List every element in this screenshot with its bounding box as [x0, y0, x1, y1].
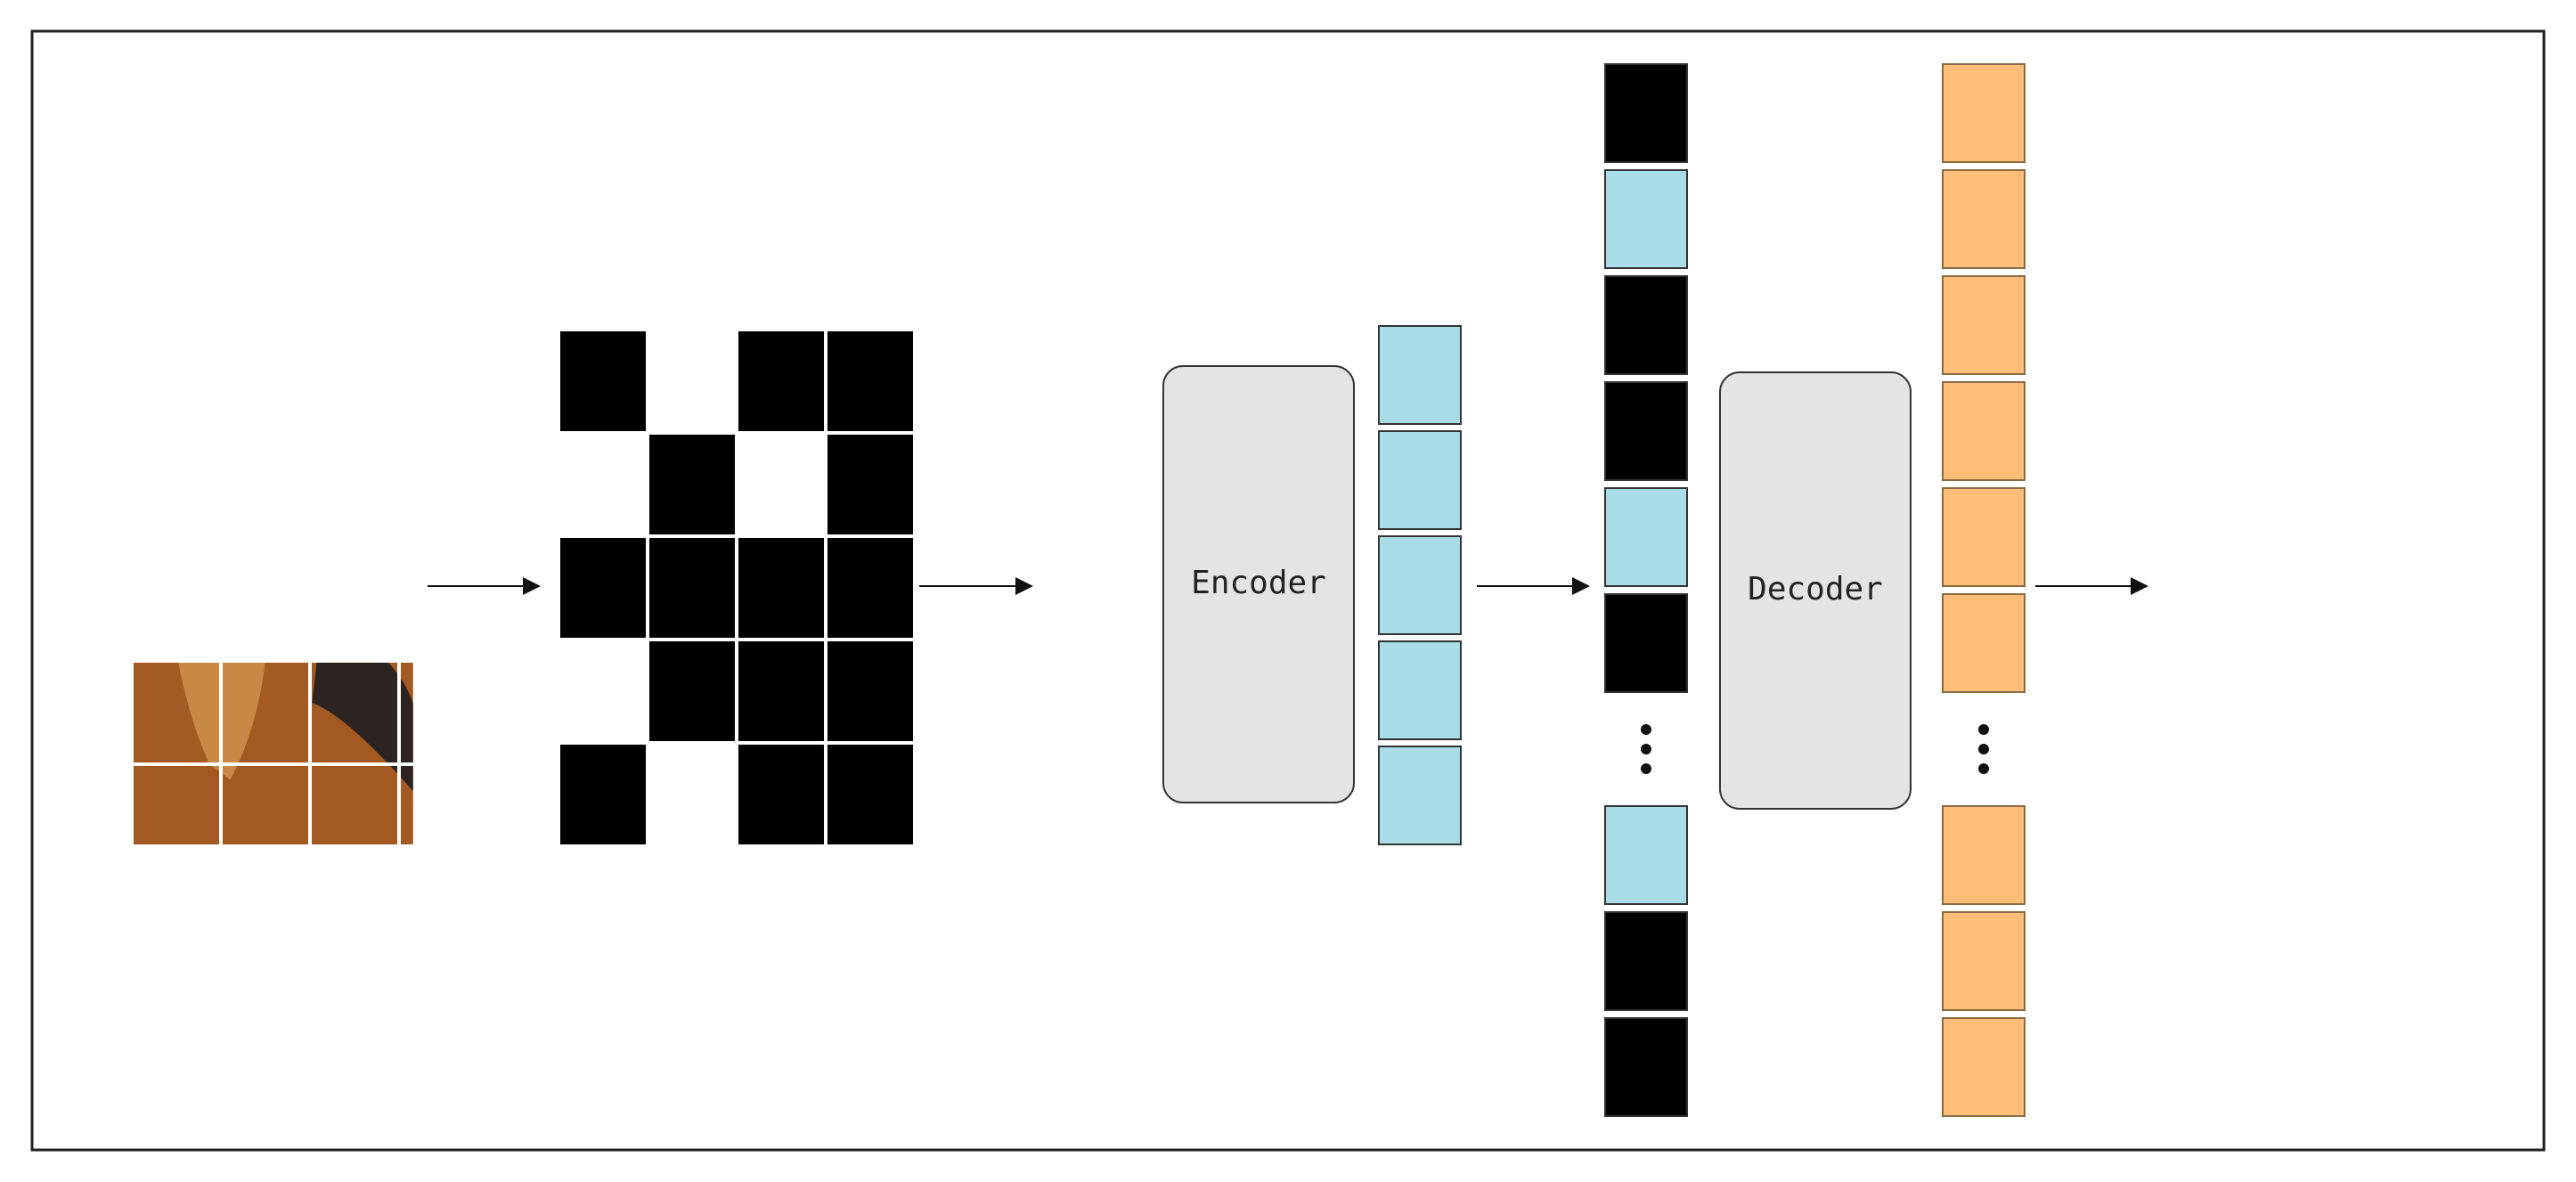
encoder-token	[1378, 640, 1462, 740]
encoder-token	[1378, 746, 1462, 845]
encoder-label: Encoder	[1191, 565, 1326, 601]
visible-token	[1604, 487, 1688, 587]
image-patch	[2256, 435, 2342, 534]
encoder-token	[1378, 325, 1462, 425]
image-patch	[2173, 331, 2253, 431]
decoder-token	[1942, 593, 2026, 693]
visible-token	[1604, 169, 1688, 269]
figure-frame	[30, 29, 2546, 1152]
masked-patch	[560, 331, 646, 431]
image-patch	[2434, 435, 2514, 534]
masked-patch	[738, 745, 824, 844]
image-patch	[2345, 435, 2431, 534]
vertical-ellipsis-icon	[1978, 724, 1989, 774]
image-patch	[2173, 538, 2253, 638]
image-patch	[2173, 435, 2253, 534]
decoder-token	[1942, 275, 2026, 375]
mask-token	[1604, 63, 1688, 163]
masked-patch	[827, 641, 913, 741]
encoder-block: Encoder	[1162, 365, 1355, 803]
image-patch	[2434, 745, 2514, 844]
encoder-token	[1378, 430, 1462, 530]
original-image-grid	[73, 331, 413, 844]
encoder-token	[1378, 535, 1462, 635]
decoder-token	[1942, 911, 2026, 1011]
image-patch	[2173, 745, 2253, 844]
decoder-token-column	[1942, 63, 2026, 1117]
vertical-ellipsis-icon	[1641, 724, 1651, 774]
masked-patch	[827, 745, 913, 844]
mask-token-column	[1604, 63, 1688, 1117]
reconstructed-image-grid	[2173, 331, 2514, 844]
mask-token	[1604, 275, 1688, 375]
image-patch	[2434, 538, 2514, 638]
masked-patch	[738, 331, 824, 431]
image-patch	[2345, 745, 2431, 844]
image-patch	[2345, 331, 2431, 431]
image-patch	[2434, 331, 2514, 431]
encoder-token-column	[1378, 325, 1462, 845]
masked-patch	[738, 538, 824, 638]
decoder-block: Decoder	[1719, 371, 1912, 810]
masked-patch	[827, 435, 913, 534]
masked-patch	[827, 331, 913, 431]
masked-patch	[649, 435, 735, 534]
decoder-token	[1942, 487, 2026, 587]
mask-token	[1604, 381, 1688, 481]
decoder-token	[1942, 63, 2026, 163]
decoder-token	[1942, 1017, 2026, 1117]
image-patch	[2256, 745, 2342, 844]
masked-image-grid	[560, 331, 913, 844]
masked-patch	[560, 538, 646, 638]
masked-patch	[560, 745, 646, 844]
masked-patch	[649, 641, 735, 741]
visible-token	[1604, 805, 1688, 905]
image-patch	[2345, 641, 2431, 741]
mask-token	[1604, 1017, 1688, 1117]
masked-patch	[649, 538, 735, 638]
image-patch	[2434, 641, 2514, 741]
image-patch	[2345, 538, 2431, 638]
image-patch	[2256, 331, 2342, 431]
decoder-token	[1942, 381, 2026, 481]
image-patch	[2256, 538, 2342, 638]
mask-token	[1604, 593, 1688, 693]
masked-patch	[827, 538, 913, 638]
decoder-label: Decoder	[1748, 571, 1883, 607]
masked-patch	[738, 641, 824, 741]
image-patch	[2173, 641, 2253, 741]
mask-token	[1604, 911, 1688, 1011]
image-patch	[2256, 641, 2342, 741]
decoder-token	[1942, 805, 2026, 905]
decoder-token	[1942, 169, 2026, 269]
